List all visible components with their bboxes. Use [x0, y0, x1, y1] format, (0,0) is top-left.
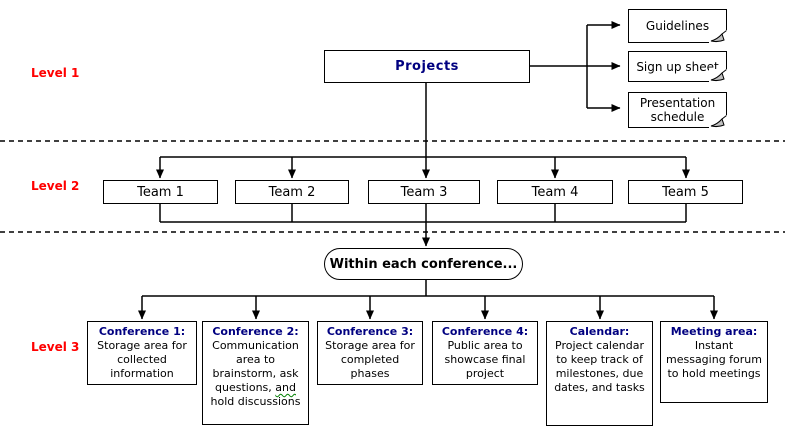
conference-1-body: Storage area for collected information [97, 339, 187, 380]
doc-signup-sheet: Sign up sheet [628, 51, 727, 82]
conference-2-body-before: Communication area to brainstorm, ask qu… [212, 339, 299, 394]
level-2-label: Level 2 [31, 179, 80, 193]
conference-4-title: Conference 4: [441, 325, 529, 338]
conference-4-node: Conference 4: Public area to showcase fi… [432, 321, 538, 385]
meeting-area-body: Instant messaging forum to hold meetings [666, 339, 762, 380]
conference-2-title: Conference 2: [212, 325, 299, 338]
doc-signup-sheet-label: Sign up sheet [636, 59, 719, 74]
team-1-node: Team 1 [103, 180, 218, 204]
conference-3-node: Conference 3: Storage area for completed… [317, 321, 423, 385]
conference-1-node: Conference 1: Storage area for collected… [87, 321, 197, 385]
team-3-label: Team 3 [400, 184, 448, 200]
doc-guidelines-label: Guidelines [645, 19, 710, 33]
conference-3-body: Storage area for completed phases [325, 339, 415, 380]
level-1-label: Level 1 [31, 66, 80, 80]
team-4-node: Team 4 [497, 180, 613, 204]
team-5-node: Team 5 [628, 180, 743, 204]
folded-corner-icon [709, 69, 727, 82]
conference-3-title: Conference 3: [326, 325, 414, 338]
conference-1-title: Conference 1: [98, 325, 186, 338]
conference-2-body-after: hold discussions [210, 395, 301, 408]
level-3-label: Level 3 [31, 340, 80, 354]
team-2-node: Team 2 [235, 180, 349, 204]
projects-label: Projects [395, 59, 459, 74]
projects-node: Projects [324, 50, 530, 83]
folded-corner-icon [709, 30, 727, 43]
within-each-conference-label: Within each conference... [329, 256, 518, 272]
team-3-node: Team 3 [368, 180, 480, 204]
calendar-node: Calendar: Project calendar to keep track… [546, 321, 653, 426]
meeting-area-title: Meeting area: [670, 325, 758, 338]
doc-presentation-schedule: Presentation schedule [628, 92, 727, 128]
conference-2-body: Communication area to brainstorm, ask qu… [211, 339, 301, 408]
conference-2-node: Conference 2: Communication area to brai… [202, 321, 309, 425]
calendar-title: Calendar: [569, 325, 630, 338]
team-1-label: Team 1 [137, 184, 184, 200]
within-each-conference-node: Within each conference... [324, 248, 523, 280]
team-4-label: Team 4 [531, 184, 579, 200]
doc-presentation-schedule-label: Presentation schedule [639, 96, 716, 124]
team-2-label: Team 2 [268, 184, 316, 200]
grammar-squiggle-text: and [275, 381, 296, 394]
conference-4-body: Public area to showcase final project [444, 339, 526, 380]
doc-guidelines: Guidelines [628, 9, 727, 43]
folded-corner-icon [709, 115, 727, 128]
calendar-body: Project calendar to keep track of milest… [554, 339, 645, 394]
meeting-area-node: Meeting area: Instant messaging forum to… [660, 321, 768, 403]
team-5-label: Team 5 [662, 184, 709, 200]
